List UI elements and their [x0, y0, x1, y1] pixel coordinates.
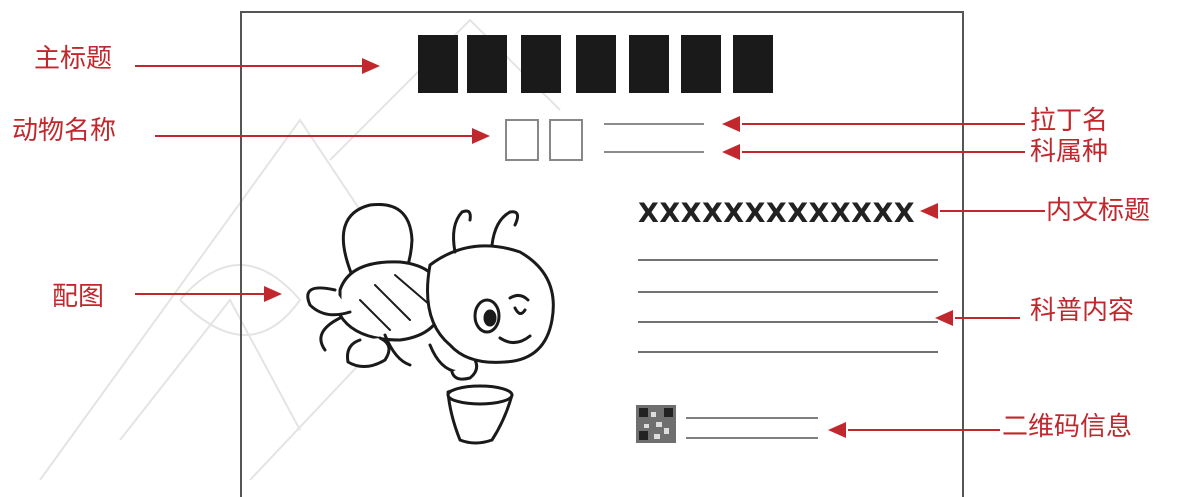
arrow-illustration — [135, 286, 282, 302]
label-illustration: 配图 — [52, 282, 104, 312]
qr-code-icon — [636, 405, 676, 443]
content-title-text: XXXXXXXXXXXXX — [638, 198, 915, 229]
label-animal-name: 动物名称 — [12, 116, 116, 146]
animal-name-box-2 — [550, 120, 582, 160]
label-science-content: 科普内容 — [1030, 296, 1134, 326]
animal-name-box-1 — [506, 120, 538, 160]
label-latin-name: 拉丁名 — [1030, 106, 1108, 136]
arrow-animal-name — [155, 128, 490, 144]
label-content-title: 内文标题 — [1046, 196, 1150, 226]
main-title-blocks — [418, 35, 773, 93]
science-content-lines — [638, 260, 938, 352]
arrow-family-genus-species — [722, 144, 1025, 160]
label-qr-info: 二维码信息 — [1002, 412, 1132, 442]
arrow-qr-info — [828, 422, 1000, 438]
arrow-main-title — [135, 58, 380, 74]
arrow-science-content — [935, 310, 1020, 326]
annotation-arrows — [135, 58, 1045, 438]
bee-illustration — [308, 204, 554, 443]
label-family-genus-species: 科属种 — [1030, 137, 1108, 167]
arrow-latin-name — [722, 116, 1025, 132]
label-main-title: 主标题 — [34, 44, 112, 74]
arrow-content-title — [920, 203, 1045, 219]
